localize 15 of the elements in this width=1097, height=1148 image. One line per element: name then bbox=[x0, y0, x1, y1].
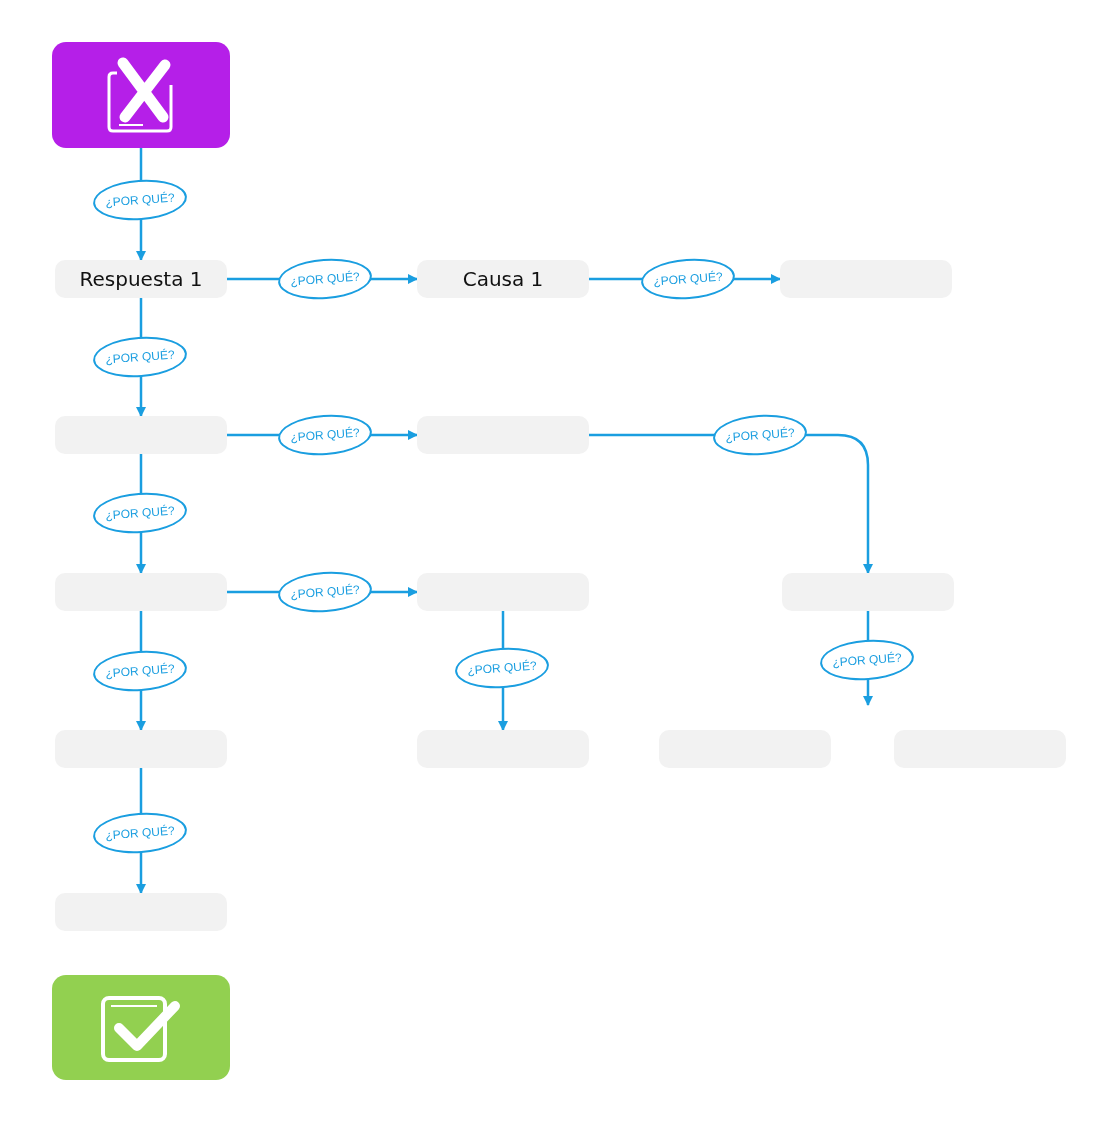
answer-box bbox=[55, 573, 227, 611]
answer-text: Causa 1 bbox=[462, 267, 544, 291]
approved-box bbox=[52, 975, 230, 1080]
answer-box bbox=[55, 730, 227, 768]
answer-text: Respuesta 1 bbox=[79, 267, 203, 291]
answer-box bbox=[417, 730, 589, 768]
rejected-box bbox=[52, 42, 230, 148]
answer-box bbox=[417, 260, 589, 298]
answer-box bbox=[55, 893, 227, 931]
answer-box bbox=[782, 573, 954, 611]
answer-box bbox=[780, 260, 952, 298]
answer-box bbox=[417, 416, 589, 454]
answer-box bbox=[55, 416, 227, 454]
answer-box bbox=[417, 573, 589, 611]
answer-box bbox=[55, 260, 227, 298]
